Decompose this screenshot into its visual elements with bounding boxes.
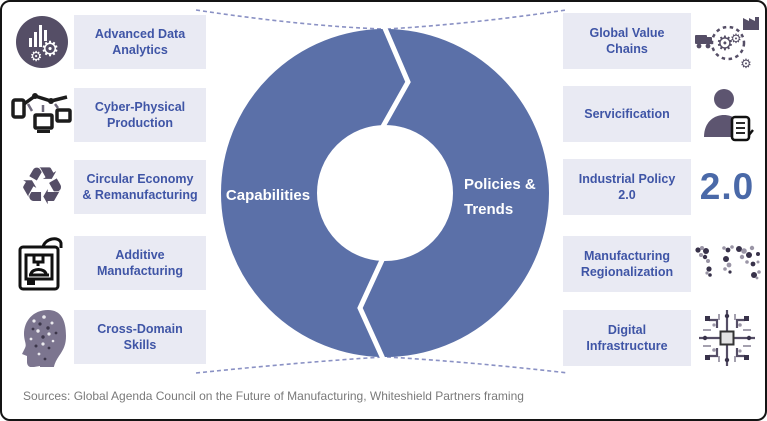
donut-right-label-line2: Trends: [464, 201, 513, 218]
guide-dash-bottom-right: [386, 356, 569, 374]
guide-dash-top-right: [386, 9, 567, 30]
list-item: Manufacturing Regionalization: [563, 236, 763, 292]
list-item: Global Value Chains ⚙ ⚙ ⚙: [563, 13, 763, 72]
guide-dash-bottom-left: [195, 356, 384, 374]
list-item: Industrial Policy 2.0 2.0: [563, 159, 763, 215]
analytics-icon: ⚙ ⚙: [10, 15, 74, 69]
capability-label: Additive Manufacturing: [74, 236, 206, 290]
svg-text:⚙: ⚙: [716, 31, 734, 55]
head-gears-icon: [10, 310, 74, 367]
capability-label: Circular Economy & Remanufacturing: [74, 160, 206, 214]
person-clipboard-icon: [691, 86, 763, 142]
capability-label: Cyber-Physical Production: [74, 88, 206, 142]
trend-label: Global Value Chains: [563, 13, 691, 69]
donut-ring: [221, 29, 549, 357]
list-item: Additive Manufacturing: [10, 236, 206, 291]
printer-3d-icon: [10, 236, 74, 291]
svg-text:⚙: ⚙: [41, 37, 60, 61]
donut-right-label-line1: Policies &: [464, 176, 536, 193]
donut-left-label: Capabilities: [226, 187, 310, 204]
list-item: Servicification: [563, 86, 763, 142]
trend-label: Manufacturing Regionalization: [563, 236, 691, 292]
list-item: Cyber-Physical Production: [10, 88, 206, 142]
list-item: Digital Infrastructure: [563, 310, 763, 366]
guide-dash-top-left: [195, 9, 384, 30]
source-note: Sources: Global Agenda Council on the Fu…: [23, 389, 524, 403]
capability-label: Advanced Data Analytics: [74, 15, 206, 69]
svg-text:⚙: ⚙: [30, 49, 43, 65]
capability-label: Cross-Domain Skills: [74, 310, 206, 364]
circuit-board-icon: [691, 310, 763, 366]
recycle-icon: ♻: [18, 157, 66, 217]
trend-label: Industrial Policy 2.0: [563, 159, 691, 215]
trend-label: Digital Infrastructure: [563, 310, 691, 366]
world-map-dots-icon: [691, 236, 763, 292]
supply-chain-icon: ⚙ ⚙ ⚙: [691, 13, 763, 72]
list-item: ♻ Circular Economy & Remanufacturing: [10, 160, 206, 214]
donut-divider-bottom: [357, 256, 387, 363]
list-item: ⚙ ⚙ Advanced Data Analytics: [10, 15, 206, 69]
svg-text:⚙: ⚙: [730, 32, 742, 47]
trend-label: Servicification: [563, 86, 691, 142]
two-point-zero-text: 2.0: [699, 166, 755, 207]
robot-arm-icon: [10, 88, 74, 142]
list-item: Cross-Domain Skills: [10, 310, 206, 367]
donut-divider-top: [378, 25, 411, 132]
svg-text:⚙: ⚙: [740, 57, 752, 72]
